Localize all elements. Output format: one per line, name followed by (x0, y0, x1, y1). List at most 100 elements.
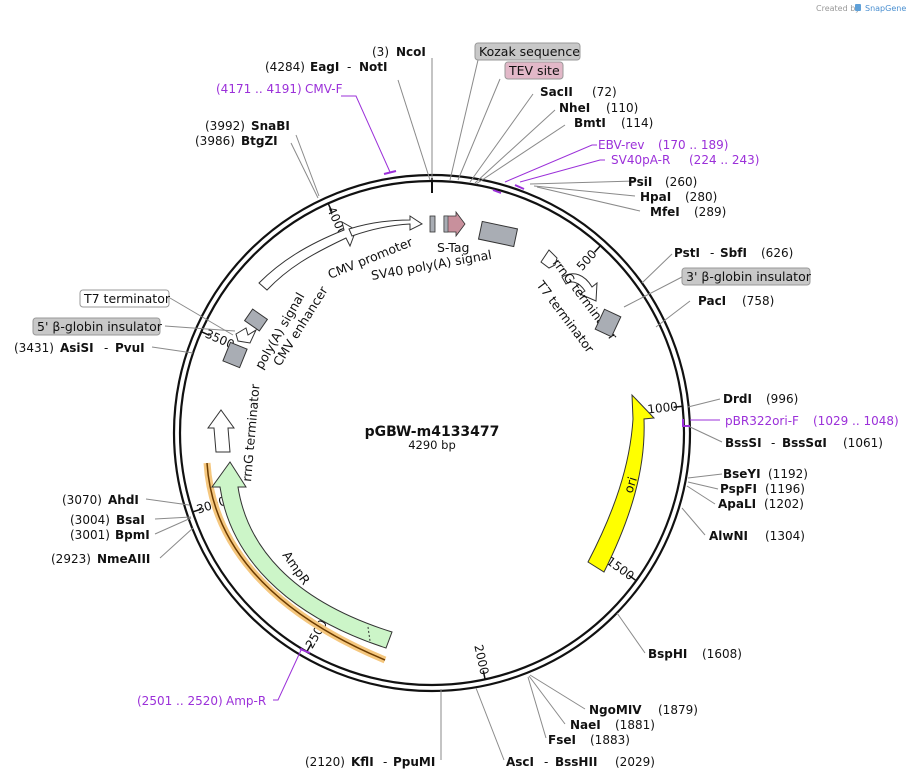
bpmi-position: (3001) (70, 528, 110, 542)
tick-mark (192, 508, 202, 513)
three-prime-insulator-label-box[interactable]: 3' β-globin insulator (681, 267, 812, 286)
apali-site[interactable]: ApaLI (718, 497, 756, 511)
rrng-terminator-right-small-feature[interactable] (540, 249, 558, 269)
kfli-position: (2120) (305, 755, 345, 769)
amp-primer-band-line (206, 462, 386, 661)
ncoi-site[interactable]: NcoI (396, 45, 426, 59)
stag-label: S-Tag (437, 240, 469, 255)
ncoi-position: (3) (372, 45, 389, 59)
bsssi-position: (1061) (843, 436, 883, 450)
fsei-position: (1883) (590, 733, 630, 747)
credit-text: Created by (816, 4, 860, 13)
snapgene-logo-icon (855, 4, 861, 11)
tev-site-label-box[interactable]: TEV site (504, 61, 564, 80)
primer-indicators (273, 95, 720, 701)
kozak-label-box[interactable]: Kozak sequence (474, 42, 581, 61)
alwni-site[interactable]: AlwNI (709, 529, 748, 543)
bsai-position: (3004) (70, 513, 110, 527)
plasmid-length: 4290 bp (408, 438, 456, 452)
sacii-position: (72) (592, 85, 617, 99)
pspfi-site[interactable]: PspFI (720, 482, 757, 496)
bseyi-site[interactable]: BseYI (723, 467, 761, 481)
cmv-promoter-feature[interactable] (348, 215, 423, 237)
tick-mark (327, 203, 333, 212)
amp-r-label[interactable]: Amp-R (226, 694, 266, 708)
plasmid-name: pGBW-m4133477 (365, 424, 500, 440)
ebv-rev-primer-leader (504, 144, 597, 183)
pspfi-position: (1196) (765, 482, 805, 496)
naei-site[interactable]: NaeI (570, 718, 601, 732)
t7-terminator-label-box[interactable]: T7 terminator (79, 289, 171, 308)
kfli-site[interactable]: KflI (351, 755, 374, 769)
nhei-site[interactable]: NheI (559, 101, 590, 115)
amp-r-primer-mark (299, 648, 311, 654)
nmeaiii-site[interactable]: NmeAIII (97, 552, 150, 566)
psii-position: (260) (665, 175, 697, 189)
bsphi-position: (1608) (702, 647, 742, 661)
t7-terminator-left-feature[interactable] (235, 327, 258, 344)
bpmi-site[interactable]: BpmI (115, 528, 150, 542)
asci-site[interactable]: AscI (506, 755, 534, 769)
ppumi-site[interactable]: PpuMI (393, 755, 435, 769)
five-prime-insulator-feature[interactable] (222, 341, 248, 369)
bsssi-site[interactable]: BssSI (725, 436, 762, 450)
snabi-position: (3992) (205, 119, 245, 133)
bsphi-site[interactable]: BspHI (648, 647, 687, 661)
sbfi-site[interactable]: SbfI (720, 246, 747, 260)
cmv-f-primer-leader (341, 95, 391, 173)
asci-position: (2029) (615, 755, 655, 769)
ori-feature[interactable] (587, 393, 656, 573)
pbr322ori-f-label[interactable]: pBR322ori-F (725, 414, 799, 428)
kozak-label: Kozak sequence (479, 44, 580, 59)
ampr-feature[interactable] (211, 461, 393, 649)
tick-mark (673, 405, 683, 408)
polya-signal-feature[interactable] (243, 308, 269, 332)
ori-label: ori (621, 475, 640, 495)
sv40-polya-feature[interactable] (477, 220, 519, 248)
sacii-site[interactable]: SacII (540, 85, 573, 99)
rrng-terminator-left-feature[interactable] (207, 409, 235, 453)
bmti-site[interactable]: BmtI (574, 116, 606, 130)
eagi-position: (4284) (265, 60, 305, 74)
cmv-f-label[interactable]: CMV-F (305, 82, 343, 96)
tick-label: 2000 (471, 643, 491, 676)
ebv-rev-primer-mark (492, 189, 502, 194)
three-prime-insulator-feature[interactable] (594, 308, 622, 338)
paci-site[interactable]: PacI (698, 294, 726, 308)
mfei-site[interactable]: MfeI (650, 205, 680, 219)
bmti-position: (114) (621, 116, 653, 130)
snabi-site[interactable]: SnaBI (251, 119, 290, 133)
drdi-site[interactable]: DrdI (723, 392, 752, 406)
eagi-noti-separator: - (347, 60, 351, 74)
ngomiv-site[interactable]: NgoMIV (589, 703, 642, 717)
asisi-site[interactable]: AsiSI (60, 341, 94, 355)
hpai-position: (280) (685, 190, 717, 204)
five-prime-insulator-label-box[interactable]: 5' β-globin insulator (32, 317, 163, 336)
noti-site[interactable]: NotI (359, 60, 388, 74)
btgzi-site[interactable]: BtgZI (241, 134, 278, 148)
three-prime-insulator-label: 3' β-globin insulator (686, 269, 812, 284)
ahdi-site[interactable]: AhdI (108, 493, 139, 507)
hpai-site[interactable]: HpaI (640, 190, 671, 204)
bsai-site[interactable]: BsaI (116, 513, 145, 527)
bsssai-site[interactable]: BssSαI (782, 436, 827, 450)
sv40pa-r-label[interactable]: SV40pA-R (611, 153, 670, 167)
eagi-site[interactable]: EagI (310, 60, 339, 74)
sv40pa-r-range: (224 .. 243) (689, 153, 759, 167)
amp-r-primer-leader (273, 647, 303, 701)
kozak-feature[interactable] (429, 215, 436, 233)
fsei-site[interactable]: FseI (548, 733, 576, 747)
psii-site[interactable]: PsiI (628, 175, 652, 189)
tev-site-feature[interactable] (443, 215, 449, 233)
ebv-rev-label[interactable]: EBV-rev (598, 138, 644, 152)
pvui-site[interactable]: PvuI (115, 341, 145, 355)
pbr322ori-f-range: (1029 .. 1048) (813, 414, 899, 428)
t7-terminator-right-feature[interactable] (561, 273, 598, 302)
psti-site[interactable]: PstI (674, 246, 700, 260)
bsshii-site[interactable]: BssHII (555, 755, 597, 769)
tick-mark (482, 670, 486, 680)
cmv-enhancer-feature[interactable] (258, 220, 357, 291)
psti-position: (626) (761, 246, 793, 260)
